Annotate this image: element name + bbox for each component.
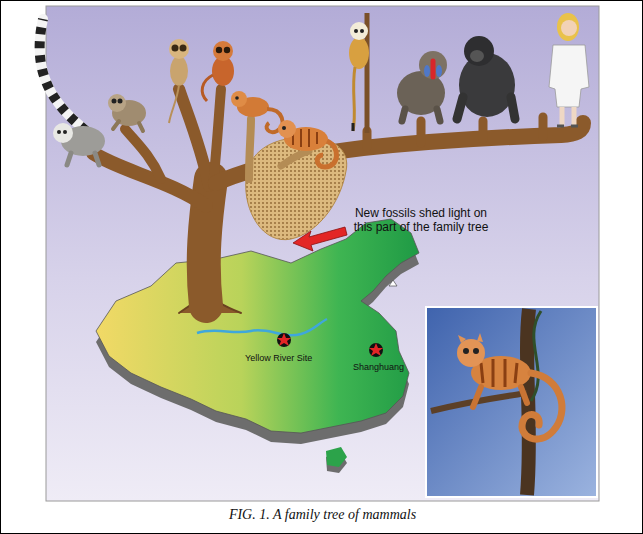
tarsier [172, 45, 179, 52]
tarsier [169, 39, 189, 59]
tarsier [169, 39, 189, 123]
lemur [67, 153, 99, 165]
site-star [369, 343, 383, 356]
china-map [197, 319, 327, 335]
tree [417, 121, 426, 143]
inset-illustration [481, 359, 517, 387]
tarsier [216, 47, 222, 53]
tarsier [224, 47, 230, 53]
human [561, 20, 577, 36]
tree [539, 117, 548, 137]
squirrel-monkey [350, 22, 368, 40]
human [557, 13, 579, 41]
highlight-region [246, 119, 347, 240]
tarsier [180, 45, 187, 52]
inset-illustration [473, 387, 527, 407]
mandrill [419, 51, 447, 79]
background [46, 6, 599, 501]
china-map [389, 280, 397, 286]
site-label: Shanghuang [353, 362, 423, 373]
primate [231, 91, 282, 132]
gorilla [470, 50, 484, 62]
highlight-region [249, 119, 251, 179]
mandrill [431, 61, 436, 77]
site-star [277, 333, 291, 347]
callout-note: New fossils shed light on this part of t… [351, 206, 491, 235]
lemur [57, 130, 61, 134]
human [562, 107, 574, 125]
inset-illustration [473, 348, 479, 354]
squirrel-monkey [349, 13, 369, 133]
eosimiid [278, 120, 337, 167]
gorilla [457, 97, 515, 119]
site-label: Yellow River Site [245, 353, 325, 364]
eosimiid [293, 129, 317, 147]
tree [363, 131, 372, 147]
gorilla [457, 36, 515, 119]
tarsier [169, 85, 179, 123]
primate [235, 96, 239, 100]
loris [108, 94, 126, 112]
squirrel-monkey [349, 37, 369, 69]
pointer-arrow [293, 227, 347, 251]
inset-illustration [522, 373, 562, 439]
loris [118, 99, 123, 104]
lemur [63, 130, 67, 134]
background [46, 6, 599, 501]
eosimiid [282, 126, 286, 130]
lemur [40, 19, 97, 139]
inset-illustration [426, 307, 597, 497]
inset-illustration [458, 333, 483, 343]
china-map [96, 219, 465, 473]
loris [113, 121, 143, 131]
eosimiid [317, 141, 336, 167]
squirrel-monkey [354, 29, 358, 33]
loris [112, 99, 117, 104]
china-map [326, 447, 347, 467]
mandrill [397, 51, 447, 121]
inset-illustration [463, 348, 469, 354]
highlight-region [246, 137, 347, 240]
tarsier [202, 41, 234, 101]
site-star [369, 343, 383, 357]
mandrill [436, 65, 442, 77]
inset-illustration [426, 307, 597, 497]
highlight-region [281, 151, 309, 166]
tree [125, 129, 161, 179]
human [557, 125, 578, 128]
tree [93, 89, 583, 313]
inset-illustration [531, 311, 541, 401]
china-map [96, 219, 419, 433]
eosimiid [278, 120, 296, 138]
squirrel-monkey [353, 67, 355, 131]
tarsier [202, 75, 213, 101]
mandrill [402, 109, 440, 121]
human [549, 13, 589, 126]
loris [108, 94, 146, 131]
primate [231, 91, 247, 107]
squirrel-monkey [360, 29, 364, 33]
mandrill [424, 65, 430, 77]
tree [479, 121, 488, 139]
human [549, 45, 589, 107]
tree [179, 89, 209, 186]
figure-caption: FIG. 1. A family tree of mammals [1, 507, 643, 523]
pointer-arrow [293, 227, 347, 251]
tarsier [170, 56, 188, 86]
inset-illustration [457, 339, 485, 367]
tree [213, 89, 221, 186]
lemur [40, 19, 105, 165]
gorilla [464, 36, 494, 66]
squirrel-monkey [352, 123, 355, 131]
lemur [40, 19, 97, 139]
site-star [277, 333, 291, 346]
tarsier [213, 41, 233, 61]
lemur [53, 123, 73, 143]
